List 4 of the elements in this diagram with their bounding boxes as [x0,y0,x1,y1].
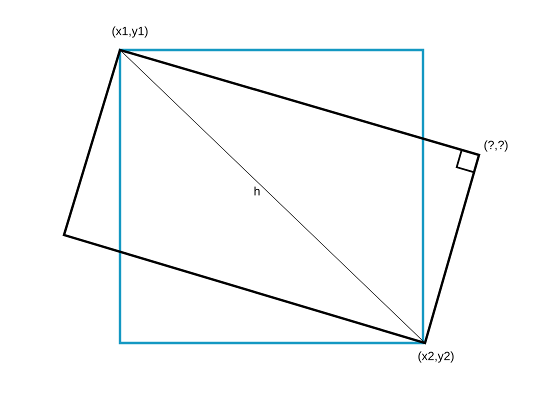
point-label: h [254,186,260,196]
point-label: (x1,y1) [112,26,148,38]
point-label: (?,?) [484,140,508,152]
point-label: (x2,y2) [418,351,454,363]
